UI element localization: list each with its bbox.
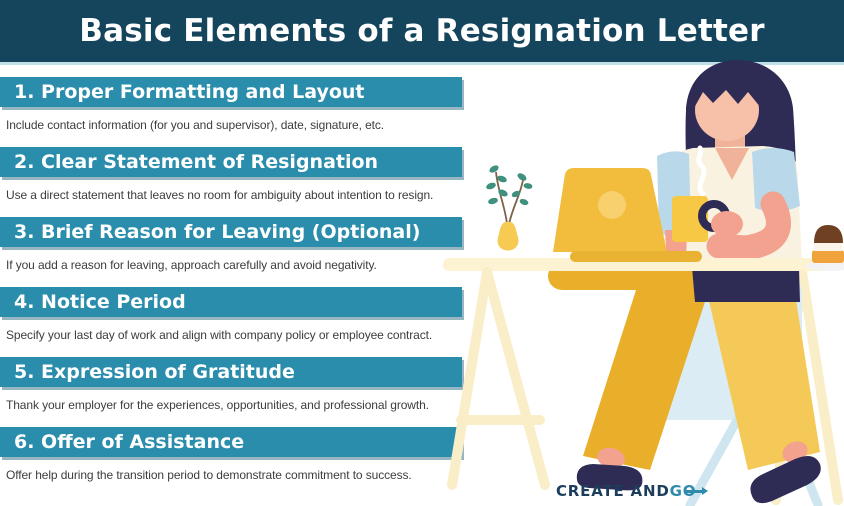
- section-description: Specify your last day of work and align …: [6, 328, 433, 342]
- section-heading: 2. Clear Statement of Resignation: [0, 147, 462, 177]
- v-neck: [715, 148, 749, 180]
- section-heading: 3. Brief Reason for Leaving (Optional): [0, 217, 462, 247]
- shoe-right-icon: [750, 455, 821, 504]
- woman-at-desk-illustration: [443, 59, 844, 506]
- section-description: Thank your employer for the experiences,…: [6, 398, 429, 412]
- ankle-left: [597, 447, 625, 469]
- dessert-plate-icon: [806, 225, 844, 271]
- section-description: Use a direct statement that leaves no ro…: [6, 188, 434, 202]
- section-description: Include contact information (for you and…: [6, 118, 385, 132]
- section-heading: 6. Offer of Assistance: [0, 427, 462, 457]
- plant-vase-icon: [486, 165, 533, 251]
- pants-front-leg: [583, 262, 718, 470]
- page-title: Basic Elements of a Resignation Letter: [79, 13, 765, 49]
- section-heading: 4. Notice Period: [0, 287, 462, 317]
- shoe-left-icon: [576, 464, 643, 491]
- coffee-mug-icon: [672, 196, 708, 242]
- section-assistance: 6. Offer of Assistance Offer help during…: [0, 427, 462, 482]
- pants-back-leg: [700, 262, 820, 470]
- header-banner: Basic Elements of a Resignation Letter: [0, 0, 844, 65]
- section-description: If you add a reason for leaving, approac…: [6, 258, 377, 272]
- section-heading: 1. Proper Formatting and Layout: [0, 77, 462, 107]
- arm-right: [706, 191, 791, 261]
- laptop-icon: [553, 168, 702, 262]
- section-description: Offer help during the transition period …: [6, 468, 412, 482]
- bangs: [694, 78, 761, 108]
- logo-text: CREATE AND: [556, 482, 670, 500]
- section-clear-statement: 2. Clear Statement of Resignation Use a …: [0, 147, 462, 202]
- logo-o: O: [683, 482, 708, 500]
- logo-g: G: [669, 482, 683, 500]
- desk-trestle-left: [447, 267, 550, 490]
- logo-arrow-icon: [685, 487, 708, 495]
- section-proper-formatting: 1. Proper Formatting and Layout Include …: [0, 77, 462, 132]
- section-notice-period: 4. Notice Period Specify your last day o…: [0, 287, 462, 342]
- section-gratitude: 5. Expression of Gratitude Thank your em…: [0, 357, 462, 412]
- desk-top: [443, 258, 844, 271]
- hand-right: [711, 211, 743, 237]
- section-brief-reason: 3. Brief Reason for Leaving (Optional) I…: [0, 217, 462, 272]
- section-heading: 5. Expression of Gratitude: [0, 357, 462, 387]
- steam-icon: [696, 145, 707, 197]
- create-and-go-logo: CREATE AND G O: [556, 481, 708, 501]
